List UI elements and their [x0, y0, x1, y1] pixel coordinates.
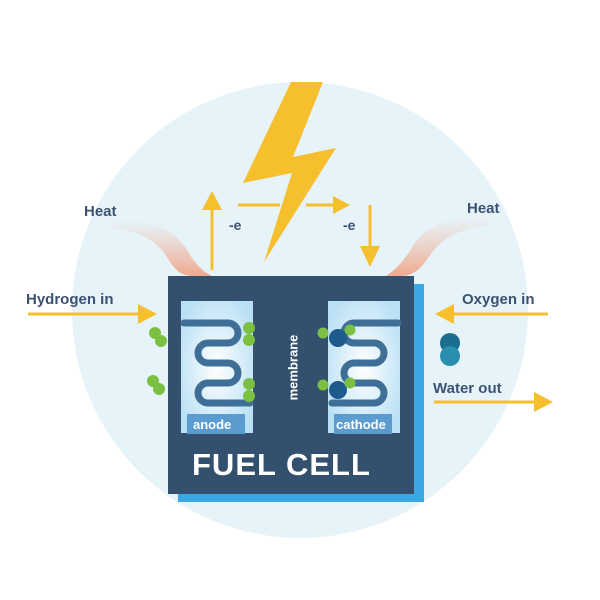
electron-right-label: -e: [343, 217, 356, 233]
cathode-label-box: [334, 414, 392, 434]
water-out-label: Water out: [433, 380, 502, 397]
heat-left-label: Heat: [84, 203, 117, 220]
anode-label-box: [187, 414, 245, 434]
membrane-label: membrane: [285, 334, 301, 401]
fuel-cell-title: FUEL CELL: [192, 447, 371, 482]
molecule-icon: [149, 327, 167, 347]
anode-label: anode: [193, 417, 232, 432]
oxygen-in-arrow: [435, 304, 548, 324]
molecule-icon: [147, 375, 165, 395]
lightning-bolt-icon: [243, 82, 336, 262]
hydrogen-in-arrow: [28, 304, 157, 324]
electron-down-arrow: [360, 205, 380, 267]
water-out-arrow: [434, 392, 553, 412]
oxygen-in-label: Oxygen in: [462, 291, 535, 308]
heat-wave-icon: [112, 219, 212, 276]
cathode-label: cathode: [336, 417, 386, 432]
water-molecule-icon: [440, 333, 460, 366]
electron-left-label: -e: [229, 217, 242, 233]
heat-wave-icon: [386, 216, 488, 276]
molecule-icon: [317, 324, 356, 347]
electron-right-arrow: [238, 196, 350, 214]
molecule-icon: [243, 378, 255, 402]
electron-up-arrow: [202, 191, 222, 270]
anode-coil: [180, 319, 254, 407]
molecule-icon: [317, 377, 356, 399]
hydrogen-in-label: Hydrogen in: [26, 291, 114, 308]
molecule-icon: [243, 322, 255, 346]
heat-right-label: Heat: [467, 200, 500, 217]
